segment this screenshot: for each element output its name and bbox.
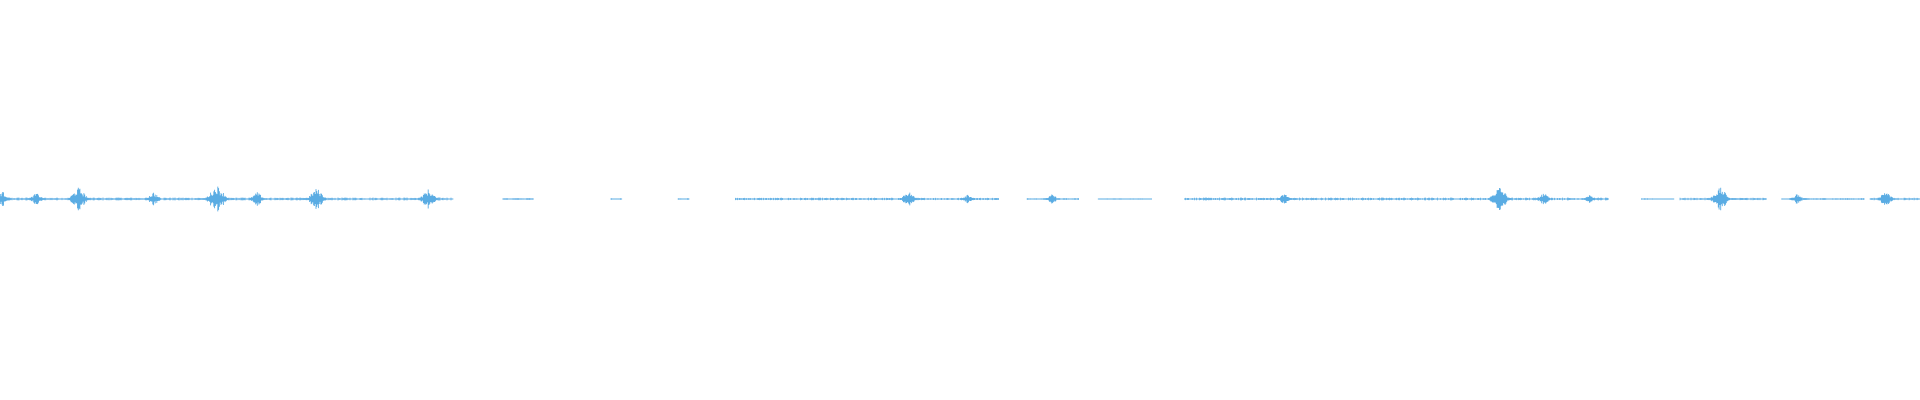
waveform-peak (28, 193, 45, 205)
waveform-peak (1789, 194, 1805, 204)
waveform-peak (305, 189, 327, 209)
waveform-peak (960, 194, 976, 204)
waveform-peak (0, 192, 12, 206)
waveform-peak (418, 189, 438, 209)
waveform-ripple (610, 198, 622, 200)
waveform-peak (1487, 187, 1512, 211)
waveform-segment (735, 198, 999, 200)
waveform-peak (204, 186, 229, 212)
waveform-ripple (1097, 198, 1152, 200)
waveform-peak (1044, 194, 1060, 204)
waveform-ripple (677, 198, 690, 200)
waveform-peak (1276, 194, 1293, 204)
waveform-peak (67, 187, 90, 211)
waveform-peak (898, 192, 918, 206)
waveform-ripple (502, 198, 534, 200)
waveform-peak (1535, 193, 1552, 205)
waveform-peak (1582, 195, 1598, 203)
waveform-peak (1876, 193, 1895, 205)
waveform-peak (1709, 187, 1732, 211)
waveform-peak (248, 192, 265, 206)
waveform-peak (145, 192, 162, 206)
waveform-ripple (1641, 198, 1674, 200)
